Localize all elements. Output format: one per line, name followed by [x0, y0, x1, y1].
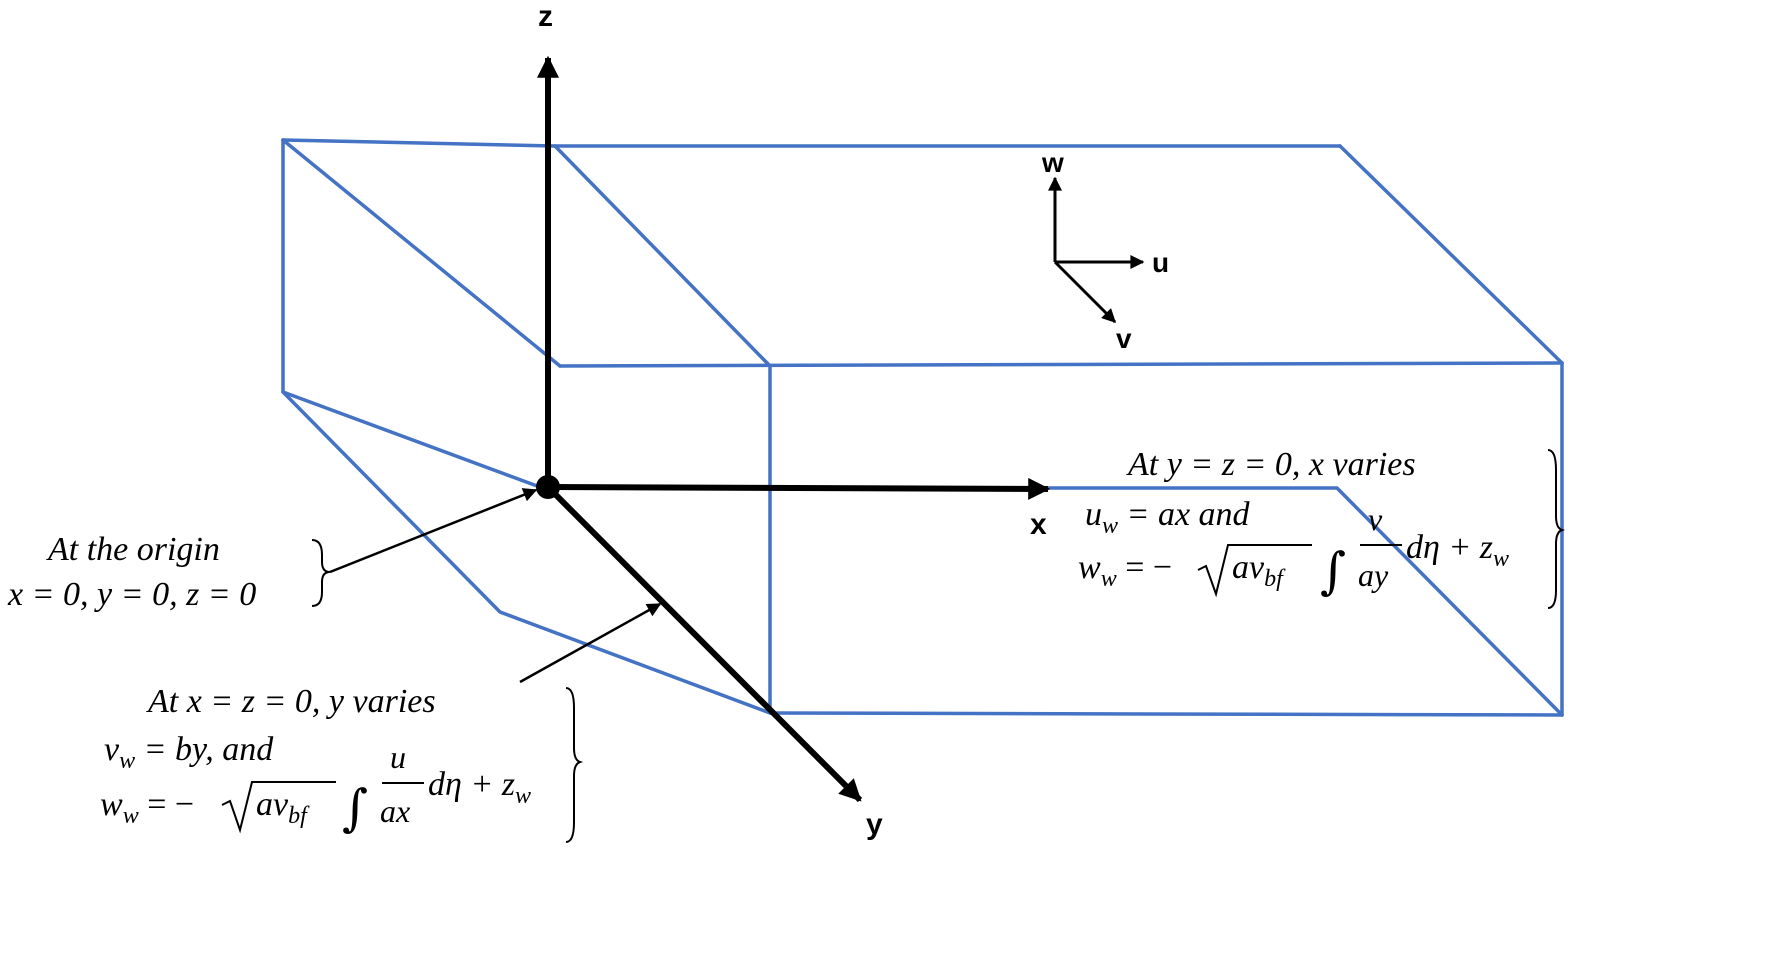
box-left-diagonal: [281, 138, 562, 368]
y-note-eq1: vw = by, and: [104, 731, 274, 774]
x-note-brace: [1547, 449, 1566, 609]
pointer-arrows: [329, 488, 662, 684]
y-note-sqrt-content: avbf: [256, 786, 310, 829]
y-note-pointer-arrow: [519, 602, 662, 684]
box-inner-diagonal: [553, 144, 772, 368]
x-axis-label: x: [1030, 508, 1047, 541]
x-note-tail: dη + zw: [1406, 529, 1509, 572]
y-note-integral: ∫: [342, 779, 368, 837]
main-axes: [537, 55, 1051, 803]
box-lower-right-edge: [1043, 486, 1564, 717]
origin-note-line2: x = 0, y = 0, z = 0: [7, 576, 256, 613]
x-note-frac-den: ay: [1358, 557, 1389, 593]
x-note-frac-num: v: [1368, 501, 1383, 537]
box-front-top-edge: [558, 361, 1564, 368]
origin-point: [536, 475, 560, 499]
y-axis: [545, 484, 863, 803]
u-vector-label: u: [1152, 247, 1169, 278]
v-vector-label: v: [1116, 323, 1132, 354]
x-note-heading: At y = z = 0, x varies: [1126, 446, 1416, 483]
y-note-heading: At x = z = 0, y varies: [146, 683, 436, 720]
w-vector-label: w: [1041, 147, 1064, 178]
x-note-eq2-lhs: ww = −: [1078, 549, 1172, 592]
origin-pointer-arrow: [329, 488, 538, 574]
y-note-eq2-lhs: ww = −: [100, 786, 194, 829]
y-axis-label: y: [866, 808, 883, 841]
y-note-tail: dη + zw: [428, 766, 531, 809]
origin-note-brace: [311, 539, 331, 607]
box-outline: [281, 138, 1564, 717]
z-axis-label: z: [538, 0, 553, 33]
box-bottom-edge: [768, 711, 1564, 717]
y-note-sqrt-sign: [221, 781, 336, 834]
y-note-brace: [565, 687, 584, 843]
origin-note: At the origin x = 0, y = 0, z = 0: [7, 531, 331, 613]
y-note: At x = z = 0, y varies vw = by, and ww =…: [100, 683, 584, 843]
v-vector: [1053, 260, 1117, 324]
y-note-frac-den: ax: [380, 793, 410, 829]
x-note-eq1: uw = ax and: [1085, 496, 1251, 539]
x-note-sqrt-sign: [1197, 544, 1312, 598]
x-axis: [547, 477, 1051, 500]
velocity-axes: [1048, 176, 1145, 324]
x-note: At y = z = 0, x varies uw = ax and ww = …: [1078, 446, 1566, 609]
y-note-frac-num: u: [390, 739, 406, 775]
box-left-face: [281, 138, 550, 492]
box-top-back-edge: [281, 138, 557, 148]
box-top-right-diagonal: [1338, 144, 1564, 365]
origin-note-line1: At the origin: [46, 531, 220, 568]
x-note-sqrt-content: avbf: [1232, 549, 1286, 592]
x-note-integral: ∫: [1320, 542, 1346, 600]
box-lower-left-edge: [281, 390, 772, 715]
